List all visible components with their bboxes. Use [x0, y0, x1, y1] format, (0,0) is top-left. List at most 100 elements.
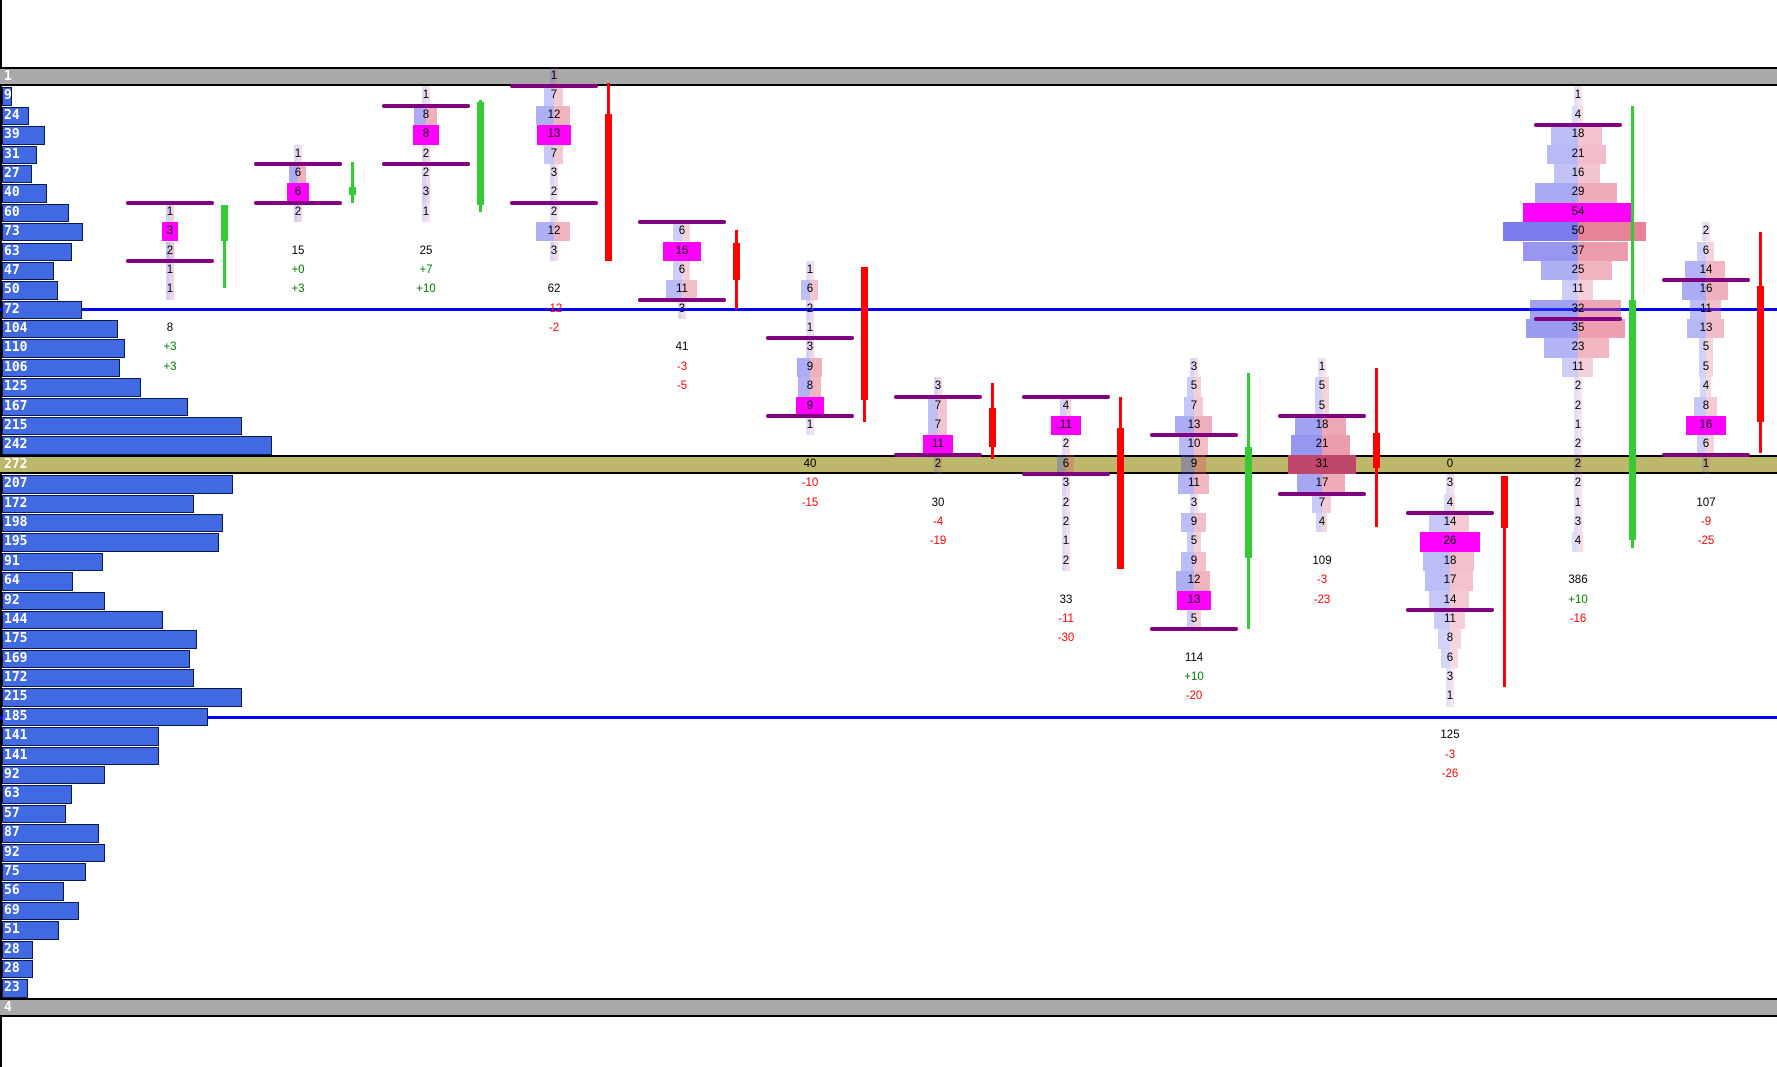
ask-shade: [1706, 222, 1710, 242]
bid-shade: [166, 202, 170, 223]
bid-shade: [1561, 280, 1578, 300]
volume-cell: 7: [934, 419, 942, 432]
bid-shade: [806, 416, 810, 436]
volume-cell: 2: [550, 186, 558, 199]
profile-bar: [2, 901, 79, 921]
profile-label: 27: [4, 165, 20, 181]
profile-bar: [2, 921, 59, 940]
column-cumulative-delta: +3: [291, 283, 305, 296]
value-area-line: [126, 200, 214, 205]
column-cumulative-delta: -5: [676, 380, 688, 393]
profile-label: 195: [4, 534, 28, 550]
bid-shade: [1318, 357, 1322, 378]
column-cumulative-delta: -20: [1185, 690, 1203, 703]
bid-shade: [1316, 512, 1322, 533]
profile-label: 92: [4, 767, 20, 783]
bid-shade: [1530, 299, 1578, 320]
value-area-line: [1662, 452, 1750, 457]
poc-cell: [662, 241, 702, 261]
profile-bar: [2, 843, 105, 862]
bid-shade: [1543, 338, 1578, 358]
value-area-line: [1278, 414, 1366, 419]
bid-shade: [1574, 396, 1578, 416]
column-volume: 30: [931, 496, 945, 509]
column-cumulative-delta: -19: [929, 535, 947, 548]
volume-cell: 4: [1318, 515, 1326, 528]
bid-shade: [1186, 377, 1194, 397]
volume-cell: 2: [1062, 438, 1070, 451]
candle-body: [1117, 427, 1124, 570]
profile-bar: [2, 378, 142, 397]
column-cumulative-delta: +3: [163, 360, 177, 373]
ask-shade: [1194, 474, 1209, 494]
profile-label: 172: [4, 670, 28, 686]
volume-cell: 14: [1443, 593, 1457, 606]
volume-cell: 13: [1187, 593, 1201, 606]
column-cumulative-delta: -16: [1569, 612, 1587, 625]
ask-shade: [426, 202, 430, 223]
ask-shade: [1450, 687, 1454, 707]
volume-cell: 50: [1571, 225, 1585, 238]
volume-cell: 11: [1572, 283, 1584, 296]
bid-shade: [1697, 435, 1706, 455]
bid-shade: [1057, 454, 1066, 475]
column-volume: 107: [1696, 496, 1716, 509]
ask-shade: [1578, 183, 1618, 203]
profile-bar: [2, 630, 198, 649]
poc-cell: [796, 396, 824, 416]
bid-shade: [796, 357, 810, 378]
ask-shade: [1450, 512, 1469, 533]
volume-cell: 3: [1446, 477, 1454, 490]
ask-shade: [810, 280, 819, 300]
ask-shade: [554, 222, 571, 242]
column-delta: -9: [1700, 515, 1712, 528]
profile-bar: [2, 87, 13, 106]
profile-bar: [2, 552, 104, 572]
bid-shade: [166, 280, 170, 300]
volume-cell: 8: [422, 108, 430, 121]
volume-cell: 13: [1187, 419, 1201, 432]
ask-shade: [298, 163, 307, 184]
ask-shade: [1194, 454, 1207, 475]
column-delta: -3: [1316, 574, 1328, 587]
volume-cell: 37: [1571, 244, 1585, 257]
bottom-bar-label: 4: [4, 999, 12, 1015]
volume-cell: 3: [678, 302, 686, 315]
profile-bar: [2, 766, 105, 785]
profile-bar: [2, 242, 73, 261]
column-delta: +7: [419, 263, 433, 276]
ask-shade: [1578, 222, 1646, 242]
profile-label: 110: [4, 340, 28, 356]
ask-shade: [1578, 377, 1582, 397]
profile-label: 51: [4, 922, 20, 938]
profile-label: 9: [4, 88, 12, 104]
profile-label: 24: [4, 107, 20, 123]
ask-shade: [1578, 144, 1607, 164]
poc-cell: [1523, 202, 1633, 223]
ask-shade: [1706, 377, 1712, 397]
poc-cell: [1685, 416, 1727, 436]
value-area-line: [638, 297, 726, 302]
column-volume: 40: [803, 457, 817, 470]
bid-shade: [927, 396, 938, 416]
volume-cell: 18: [1315, 419, 1329, 432]
ask-shade: [426, 163, 430, 184]
column-volume: 41: [675, 341, 689, 354]
profile-label: 63: [4, 243, 20, 259]
profile-label: 39: [4, 127, 20, 143]
candle-wick: [223, 204, 226, 289]
bid-shade: [1060, 396, 1066, 416]
ask-shade: [810, 319, 814, 339]
ask-shade: [1066, 474, 1071, 494]
profile-label: 242: [4, 437, 28, 453]
profile-bar: [2, 261, 55, 281]
volume-cell: 13: [547, 128, 561, 141]
bid-shade: [1574, 435, 1578, 455]
column-delta: +3: [163, 341, 177, 354]
profile-label: 169: [4, 650, 28, 666]
volume-cell: 2: [1574, 477, 1582, 490]
poc-cell: [1050, 416, 1082, 436]
profile-bar: [2, 494, 194, 513]
volume-cell: 6: [294, 166, 302, 179]
ask-shade: [810, 357, 823, 378]
